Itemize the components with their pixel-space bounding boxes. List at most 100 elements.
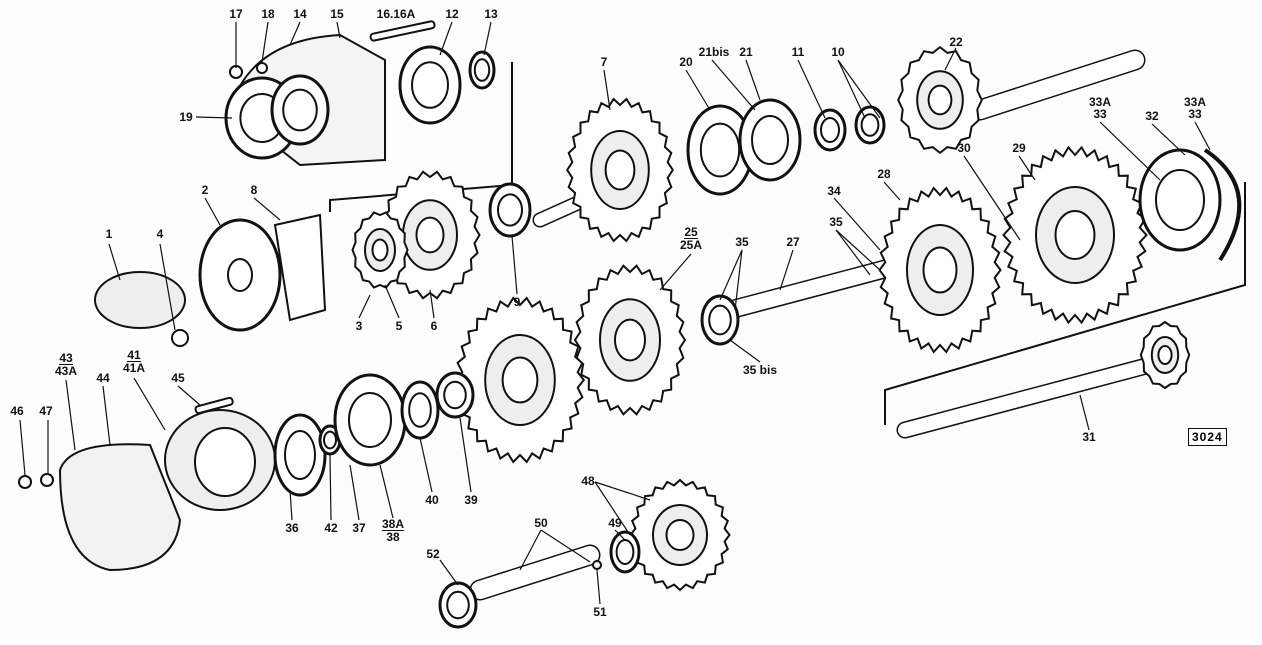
output-shaft-31 <box>898 358 1157 437</box>
ball-51 <box>592 560 602 570</box>
part-label: 1 <box>105 227 113 241</box>
ring-inner <box>443 380 467 410</box>
part-label: 11 <box>791 45 805 59</box>
part-label: 48 <box>581 474 595 488</box>
leader-line <box>289 21 301 46</box>
part-label: 15 <box>330 7 344 21</box>
gear-bore <box>614 318 646 362</box>
leader-line <box>439 559 459 586</box>
leader-line <box>439 21 453 56</box>
coupling-1 <box>94 271 186 329</box>
leader-line <box>594 481 651 501</box>
nut-4 <box>171 329 189 347</box>
part-label: 6 <box>430 319 438 333</box>
leader-line <box>289 489 293 521</box>
ring-inner <box>323 430 337 450</box>
part-label: 43A <box>54 364 78 378</box>
leader-line <box>835 229 871 276</box>
washer-47 <box>40 473 54 487</box>
leader-line <box>944 47 957 71</box>
leader-line <box>883 181 901 201</box>
leader-line <box>614 529 626 541</box>
leader-line <box>133 377 166 431</box>
part-label: 51 <box>593 605 607 619</box>
ring-inner <box>699 122 741 178</box>
ring-inner <box>411 61 449 109</box>
leader-line <box>195 116 233 119</box>
reverse-shaft-50 <box>471 546 599 599</box>
leader-line <box>177 385 201 406</box>
leader-line <box>797 59 826 119</box>
ring-inner <box>820 117 840 143</box>
part-label: 38 <box>386 530 400 544</box>
assembly-arrow <box>884 182 1246 425</box>
gear-bore <box>604 149 636 191</box>
part-label: 44 <box>96 371 110 385</box>
ring-inner <box>446 590 470 620</box>
part-label: 21 <box>739 45 753 59</box>
part-label: 33 <box>1093 107 1107 121</box>
ring-inner <box>282 88 318 132</box>
flange-8 <box>273 213 327 322</box>
leader-line <box>459 417 472 493</box>
part-label: 35 bis <box>742 363 778 377</box>
ring-inner <box>408 392 432 428</box>
part-label: 52 <box>426 547 440 561</box>
part-label: 7 <box>600 55 608 69</box>
part-label: 2 <box>201 183 209 197</box>
gear-bore <box>927 84 953 116</box>
leader-line <box>102 385 111 446</box>
part-label: 45 <box>171 371 185 385</box>
part-label: 25A <box>679 238 703 252</box>
part-label: 12 <box>445 7 459 21</box>
ring-inner <box>751 115 789 165</box>
leader-line <box>204 197 221 226</box>
leader-line <box>1079 394 1090 431</box>
leader-line <box>1099 121 1161 181</box>
part-label: 33 <box>1188 107 1202 121</box>
part-label: 32 <box>1145 109 1159 123</box>
countershaft-27 <box>722 257 908 318</box>
leader-line <box>108 243 121 281</box>
part-label: 35 <box>829 215 843 229</box>
part-label: 22 <box>949 35 963 49</box>
leader-line <box>540 529 591 563</box>
leader-line <box>603 69 611 111</box>
ring-inner <box>860 113 880 137</box>
leader-line <box>19 419 26 476</box>
leader-line <box>685 69 711 111</box>
part-label: 43 <box>59 351 73 365</box>
leader-line <box>349 464 360 521</box>
leader-line <box>65 379 76 451</box>
ring-inner <box>708 304 732 336</box>
part-label: 30 <box>957 141 971 155</box>
leader-line <box>511 235 518 295</box>
part-label: 41 <box>127 348 141 362</box>
ring-inner <box>615 539 635 565</box>
input-shaft-22 <box>971 51 1144 119</box>
part-label: 3 <box>355 319 363 333</box>
part-label: 5 <box>395 319 403 333</box>
leader-line <box>835 229 881 271</box>
leader-line <box>833 197 881 251</box>
part-label: 19 <box>179 110 193 124</box>
pin-45 <box>194 396 234 415</box>
part-label: 47 <box>39 404 53 418</box>
leader-line <box>483 21 492 56</box>
part-label: 4 <box>156 227 164 241</box>
leader-line <box>1151 123 1186 156</box>
leader-line <box>734 249 743 311</box>
part-label: 10 <box>831 45 845 59</box>
gear-bore <box>1054 210 1096 260</box>
rear-cover-43 <box>58 443 182 572</box>
part-label: 18 <box>261 7 275 21</box>
part-label: 34 <box>827 184 841 198</box>
leader-line <box>384 284 400 319</box>
part-label: 35 <box>735 235 749 249</box>
